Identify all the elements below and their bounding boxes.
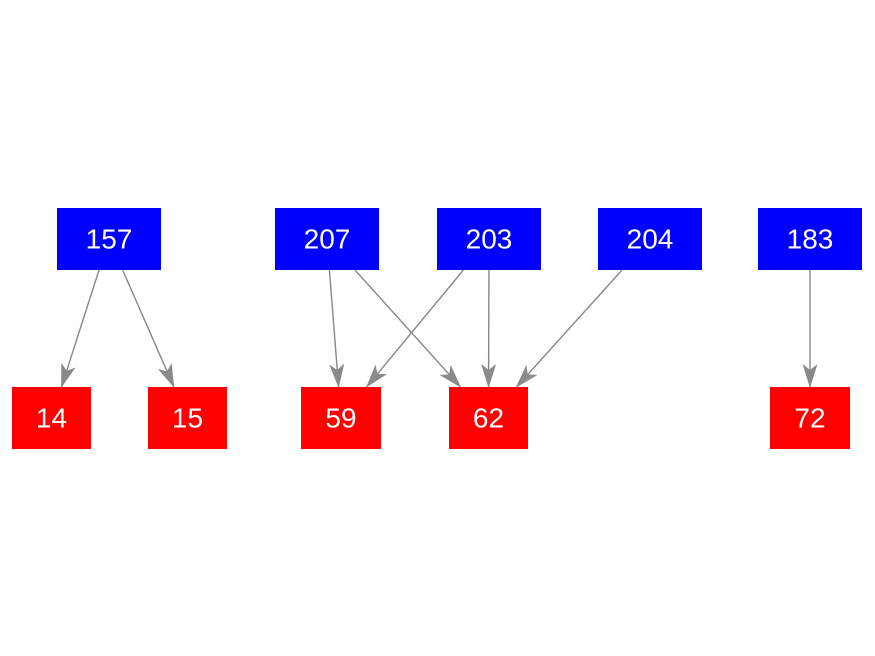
node-label-14: 14 <box>36 403 67 434</box>
node-label-15: 15 <box>172 403 203 434</box>
graph-node-183: 183 <box>758 208 862 270</box>
node-label-62: 62 <box>473 403 504 434</box>
graph-node-62: 62 <box>449 387 528 449</box>
graph-node-59: 59 <box>301 387 381 449</box>
node-box-14 <box>12 387 91 449</box>
node-box-72 <box>770 387 850 449</box>
edge-157-14 <box>60 269 100 388</box>
node-label-59: 59 <box>325 403 356 434</box>
node-label-207: 207 <box>304 224 351 255</box>
graph-node-14: 14 <box>12 387 91 449</box>
edge-207-62 <box>354 269 462 388</box>
edge-layer <box>60 269 818 388</box>
node-label-203: 203 <box>466 224 513 255</box>
node-box-203 <box>437 208 541 270</box>
node-box-15 <box>148 387 227 449</box>
node-box-62 <box>449 387 528 449</box>
node-label-157: 157 <box>86 224 133 255</box>
graph-node-203: 203 <box>437 208 541 270</box>
graph-node-157: 157 <box>57 208 161 270</box>
node-box-157 <box>57 208 161 270</box>
node-box-59 <box>301 387 381 449</box>
node-layer: 157 207 203 204 183 14 15 59 62 72 <box>12 208 862 449</box>
node-label-72: 72 <box>794 403 825 434</box>
edge-203-59 <box>365 269 464 388</box>
node-box-183 <box>758 208 862 270</box>
node-box-204 <box>598 208 702 270</box>
graph-node-204: 204 <box>598 208 702 270</box>
edge-157-15 <box>121 269 175 388</box>
graph-node-207: 207 <box>275 208 379 270</box>
node-label-183: 183 <box>787 224 834 255</box>
node-box-207 <box>275 208 379 270</box>
node-label-204: 204 <box>627 224 674 255</box>
edge-204-62 <box>515 269 623 388</box>
graph-node-15: 15 <box>148 387 227 449</box>
graph-node-72: 72 <box>770 387 850 449</box>
edge-207-59 <box>328 269 345 388</box>
